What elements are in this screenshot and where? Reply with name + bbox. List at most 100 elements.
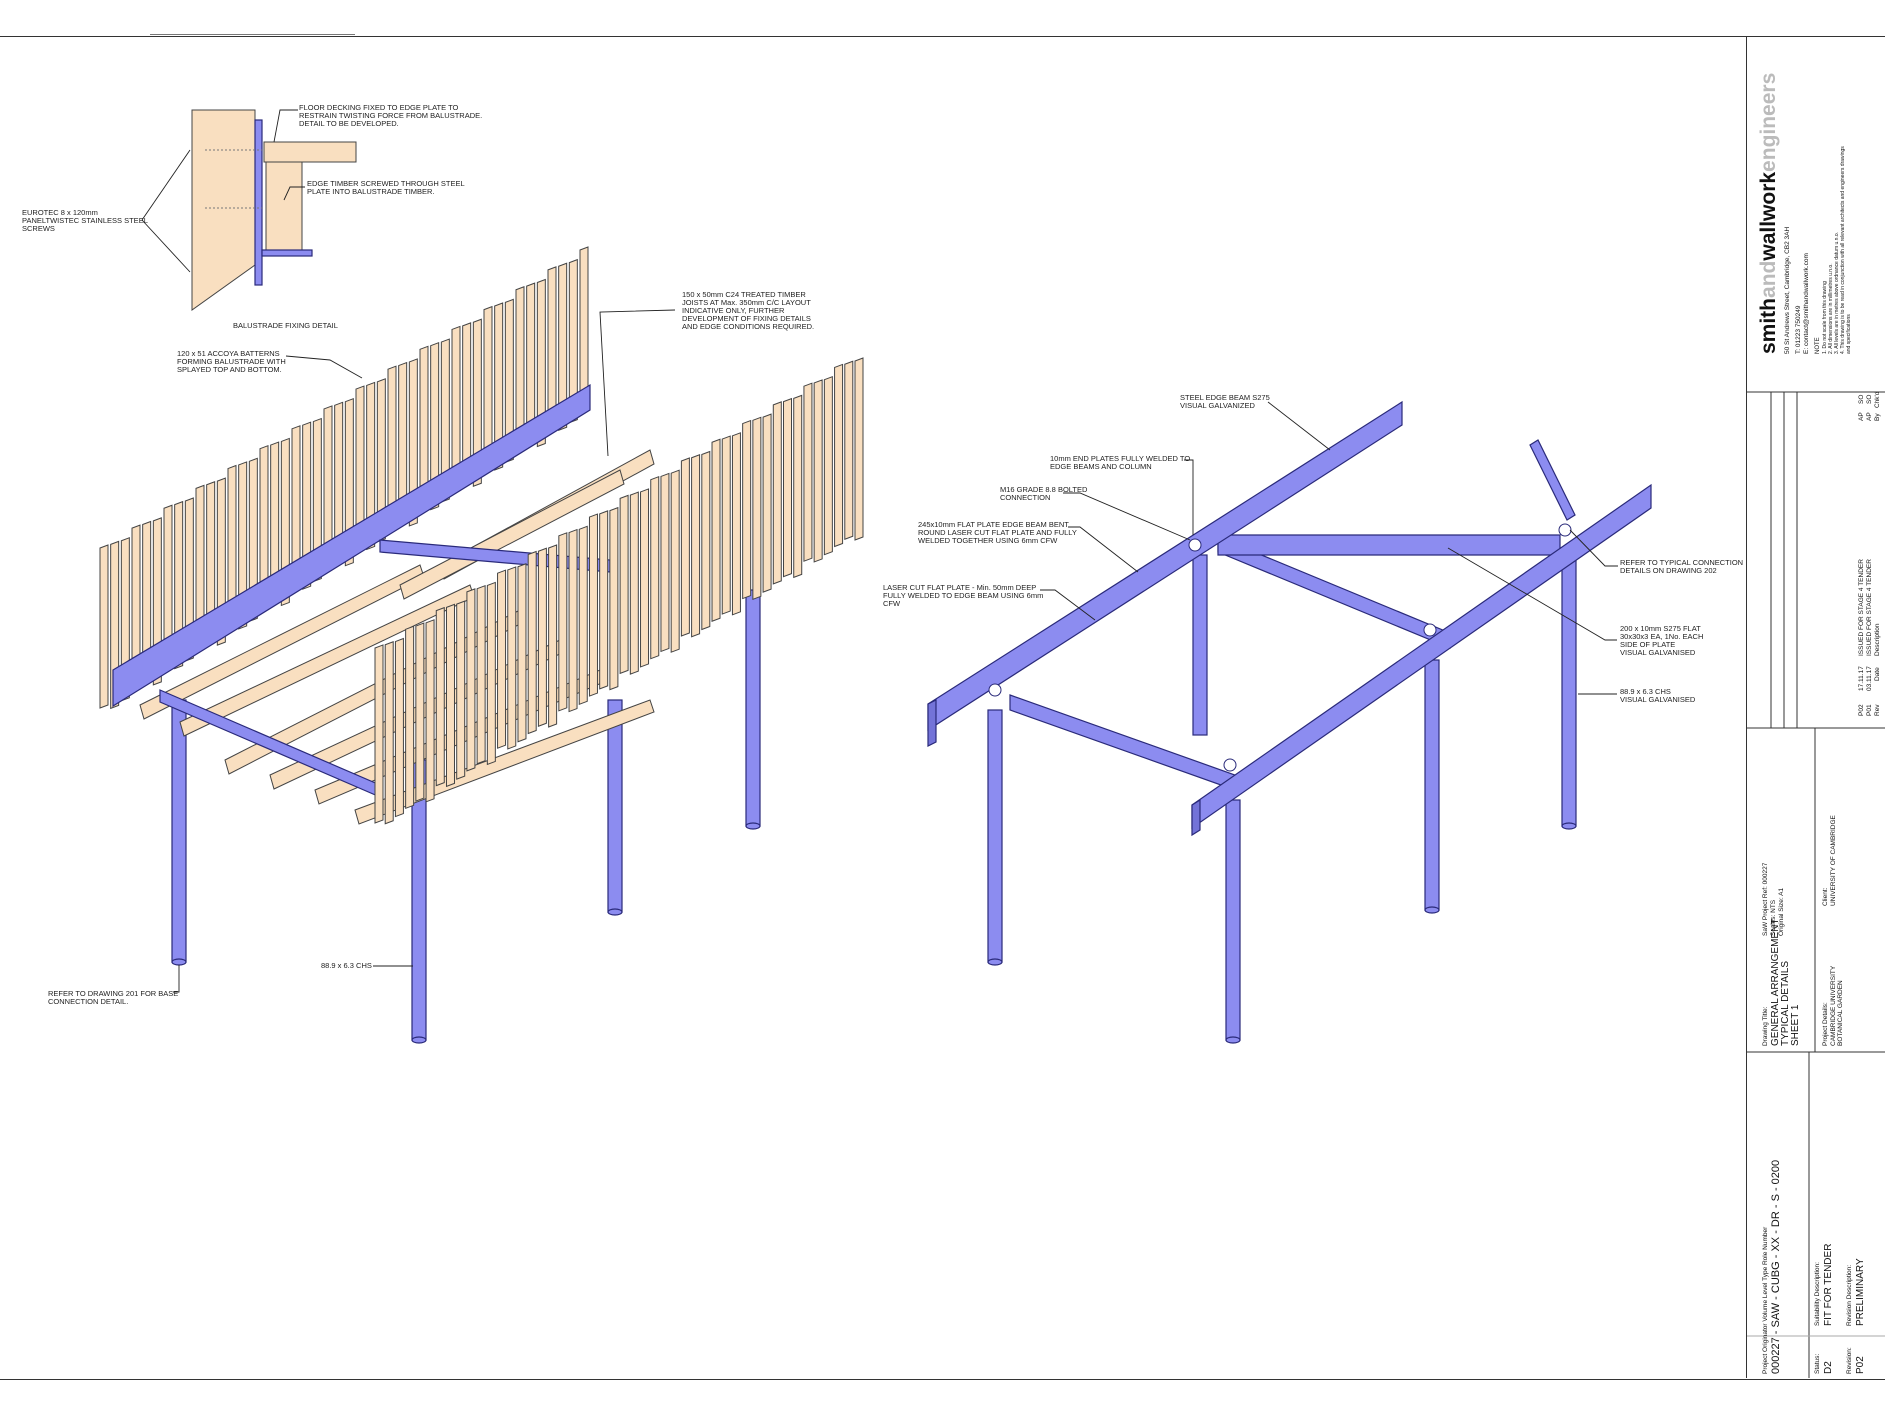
rear-batten (344, 397, 354, 567)
status-label: Status: (1814, 1354, 1821, 1374)
rear-batten (376, 378, 386, 543)
front-batten (507, 566, 517, 750)
rear-batten (312, 417, 322, 583)
label-joists-1: 150 x 50mm C24 TREATED TIMBER (682, 290, 806, 299)
label-floor-decking-3: DETAIL TO BE DEVELOPED. (299, 119, 399, 128)
edge-plate-flange (261, 249, 313, 257)
rear-batten (120, 537, 130, 702)
label-edge-timber-2: PLATE INTO BALUSTRADE TIMBER. (307, 187, 435, 196)
rev-p02-date: 17.11.17 (1858, 666, 1865, 691)
label-floor-decking-2: RESTRAIN TWISTING FORCE FROM BALUSTRADE. (299, 111, 482, 120)
leader-floor-decking (273, 109, 298, 143)
front-batten (793, 394, 803, 579)
rear-batten (248, 457, 258, 623)
rear-batten (184, 497, 194, 662)
front-balustrade-battens (374, 357, 864, 825)
leader-edge-beam (1267, 401, 1331, 451)
front-batten (854, 357, 864, 541)
label-edge-timber-1: EDGE TIMBER SCREWED THROUGH STEEL (307, 179, 465, 188)
rev-header-by: By (1874, 413, 1881, 421)
revision-table: P02 17.11.17 ISSUED FOR STAGE 4 TENDER A… (1858, 391, 1881, 716)
front-batten (803, 382, 813, 562)
label-battens-3: SPLAYED TOP AND BOTTOM. (177, 365, 282, 374)
brand-smith: smith (1757, 298, 1780, 354)
label-flat-plate-3: WELDED TOGETHER USING 6mm CFW (918, 536, 1058, 545)
joint-plate-2 (1558, 523, 1572, 537)
drawing-area: .st{fill:#8c8cf0;stroke:#2a2a7a;stroke-w… (22, 103, 1743, 1044)
project-details-2: BOTANICAL GARDEN (1837, 980, 1844, 1046)
brand-wallwork: wallwork (1757, 172, 1780, 262)
front-batten (415, 622, 425, 802)
front-batten (680, 457, 690, 637)
front-batten (588, 513, 598, 697)
label-joists-2: JOISTS AT Max. 350mm C/C LAYOUT (682, 298, 811, 307)
note-1: 1. Do not scale from this drawing (1822, 281, 1828, 354)
rear-batten (280, 437, 290, 607)
leader-joists (599, 309, 676, 457)
rear-batten (568, 258, 578, 424)
sheet-top-mark (150, 34, 355, 35)
leader-eurotec-2 (141, 219, 191, 273)
label-base-1: REFER TO DRAWING 201 FOR BASE (48, 989, 178, 998)
label-battens-2: FORMING BALUSTRADE WITH (177, 357, 286, 366)
label-floor-decking-1: FLOOR DECKING FIXED TO EDGE PLATE TO (299, 103, 459, 112)
label-end-plates-2: EDGE BEAMS AND COLUMN (1050, 462, 1152, 471)
front-batten (834, 363, 844, 548)
leader-battens (285, 355, 363, 379)
edge-beam-2-end (1191, 798, 1201, 837)
rear-batten (536, 278, 546, 448)
email: E: contact@smithandwallwork.com (1803, 253, 1810, 354)
rear-batten (472, 318, 482, 487)
note-3: 3. All levels are in metres above ordnan… (1834, 232, 1840, 354)
label-typical-conn-2: DETAILS ON DRAWING 202 (1620, 566, 1717, 575)
label-joists-5: AND EDGE CONDITIONS REQUIRED. (682, 322, 814, 331)
front-batten (425, 619, 435, 803)
svg-text:245x10mm FLAT PLATE EDGE BEAM: 245x10mm FLAT PLATE EDGE BEAM BENTROUND … (918, 520, 1077, 545)
rear-batten (440, 338, 450, 503)
column-3 (607, 699, 623, 913)
rear-batten (110, 540, 120, 710)
code-headers: Project Originator Volume Level Type Rol… (1762, 1226, 1769, 1374)
steel-edge-beam-1 (927, 400, 1403, 732)
front-batten (650, 475, 660, 660)
front-batten (394, 637, 404, 818)
label-laser-cut-1: LASER CUT FLAT PLATE - Min. 50mm DEEP (883, 583, 1036, 592)
front-batten (629, 491, 639, 675)
front-batten (691, 454, 701, 638)
brand-and: and (1757, 261, 1780, 298)
front-batten (497, 569, 507, 749)
front-batten (537, 547, 547, 727)
rev-header-date: Date (1874, 667, 1881, 681)
svg-text:smithandwallworkengineers: smithandwallworkengineers (1757, 73, 1780, 354)
leader-laser-cut (1040, 589, 1096, 621)
front-batten (762, 413, 772, 593)
rear-batten (430, 341, 440, 511)
project-details-1: CAMBRIDGE UNIVERSITY (1830, 965, 1837, 1046)
label-edge-beam-2: VISUAL GALVANIZED (1180, 401, 1255, 410)
label-m16-2: CONNECTION (1000, 493, 1050, 502)
note-2: 2. All dimensions are in millimetres u.n… (1828, 263, 1834, 354)
front-batten (783, 397, 793, 578)
rear-batten (504, 298, 514, 464)
rear-batten (99, 544, 109, 709)
project-details-label: Project Details: (1822, 1002, 1829, 1046)
leader-m16 (1063, 492, 1191, 541)
label-flat-200-3: SIDE OF PLATE (1620, 640, 1675, 649)
rev-p02-chkd: SO (1858, 395, 1865, 404)
frame-column-4 (1424, 659, 1440, 911)
front-batten (711, 438, 721, 622)
leader-end-plates (1184, 459, 1194, 535)
balustrade-fixing-detail (141, 109, 357, 311)
revision-desc: PRELIMINARY (1855, 1258, 1866, 1326)
drawing-title-label: Drawing Title: (1762, 1006, 1769, 1046)
rear-batten (558, 262, 568, 431)
label-flat-200-4: VISUAL GALVANISED (1620, 648, 1696, 657)
label-battens-1: 120 x 51 ACCOYA BATTERNS (177, 349, 280, 358)
front-batten (517, 563, 527, 743)
